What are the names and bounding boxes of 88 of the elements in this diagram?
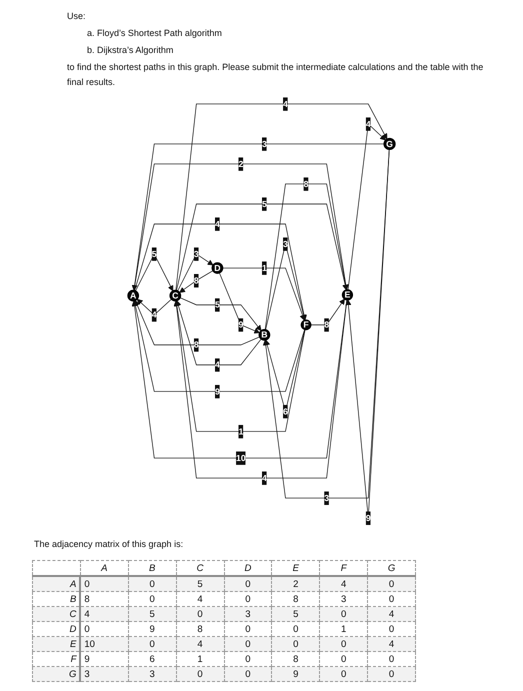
arrow xyxy=(310,298,345,326)
matrix-value: 0 xyxy=(368,666,416,682)
matrix-value: 0 xyxy=(176,666,224,682)
matrix-value: 0 xyxy=(224,636,272,652)
weight-label: 5 xyxy=(215,298,220,312)
arrow xyxy=(174,300,306,432)
matrix-value: 0 xyxy=(176,606,224,622)
vertex-circle: E xyxy=(342,289,354,300)
matrix-value: 0 xyxy=(80,576,128,592)
row-header: C xyxy=(32,606,80,622)
arrow xyxy=(176,104,388,291)
matrix-value: 5 xyxy=(272,606,320,622)
weight-label: 8 xyxy=(194,338,199,352)
arrow xyxy=(264,184,348,330)
arrow xyxy=(176,300,262,366)
arrow xyxy=(219,272,260,334)
matrix-value: 4 xyxy=(368,606,416,622)
weight-label: 10 xyxy=(236,451,246,465)
weight-label: 1 xyxy=(262,261,267,275)
weight-label: 2 xyxy=(238,157,244,171)
weight-label: 4 xyxy=(215,358,220,372)
list-item: a. Floyd’s Shortest Path algorithm xyxy=(87,27,223,40)
matrix-value: 3 xyxy=(224,606,272,622)
arrow xyxy=(132,299,348,458)
matrix-value: 0 xyxy=(320,666,368,682)
matrix-value: 4 xyxy=(80,606,128,622)
weight-label: 3 xyxy=(194,247,199,261)
matrix-value: 0 xyxy=(320,606,368,622)
vertex-circle: F xyxy=(300,320,312,330)
matrix-value: 10 xyxy=(80,636,128,652)
matrix-value: 0 xyxy=(320,636,368,652)
arrow xyxy=(176,204,348,291)
arrow xyxy=(132,300,305,392)
matrix-value: 5 xyxy=(128,606,176,622)
matrix-value: 4 xyxy=(368,636,416,652)
weight-label: 9 xyxy=(366,512,371,525)
vertex-circle: D xyxy=(212,262,224,274)
arrow xyxy=(222,268,306,321)
vertex-circle: A xyxy=(127,290,140,302)
matrix-value: 9 xyxy=(272,666,320,682)
table-intro-text: The adjacency matrix of this graph is: xyxy=(34,538,184,551)
weight-label: 1 xyxy=(238,424,244,438)
vertex-circle: C xyxy=(169,290,182,302)
weight-label: 4 xyxy=(152,308,157,322)
arrow xyxy=(132,144,384,291)
arrow xyxy=(262,149,390,498)
matrix-value: 0 xyxy=(128,576,176,592)
instruction-text: to find the shortest paths in this graph. Please submit the intermediate calculations and the table with the final results. xyxy=(67,61,484,89)
matrix-value: 0 xyxy=(368,576,416,592)
weight-label: 3 xyxy=(262,137,267,151)
matrix-value: 3 xyxy=(80,666,128,682)
weight-label: 3 xyxy=(283,237,288,251)
weight-label: 8 xyxy=(194,274,199,288)
weight-label: 4 xyxy=(262,471,267,485)
instruction-heading: Use: xyxy=(67,10,87,23)
arrow xyxy=(134,224,307,321)
weight-label: 4 xyxy=(366,117,371,130)
matrix-value: 4 xyxy=(176,636,224,652)
weight-label: 9 xyxy=(215,384,220,398)
row-header: E xyxy=(32,636,80,652)
row-header: G xyxy=(32,666,80,682)
matrix-value: 5 xyxy=(176,576,224,592)
weight-label: 9 xyxy=(238,318,244,332)
weight-label: 4 xyxy=(215,217,220,231)
matrix-value: 4 xyxy=(320,576,368,592)
weight-label: 5 xyxy=(262,197,267,211)
vertex-circle: B xyxy=(258,329,270,341)
weight-label: 8 xyxy=(324,318,330,332)
weight-label: 3 xyxy=(324,492,330,505)
arrow xyxy=(134,164,349,291)
matrix-value: 0 xyxy=(128,636,176,652)
arrow xyxy=(174,299,348,478)
row-header: A xyxy=(32,576,80,592)
weight-label: 5 xyxy=(152,247,157,261)
matrix-value: 0 xyxy=(272,636,320,652)
matrix-value: 2 xyxy=(272,576,320,592)
matrix-value: 3 xyxy=(128,666,176,682)
matrix-value: 0 xyxy=(224,576,272,592)
vertex-circle: G xyxy=(383,138,396,150)
list-item: b. Dijkstra’s Algorithm xyxy=(87,44,174,57)
arrow xyxy=(180,297,262,332)
weight-label: 6 xyxy=(283,404,288,418)
arrow xyxy=(134,300,260,346)
weight-label: 8 xyxy=(304,177,308,191)
matrix-value: 0 xyxy=(224,666,272,682)
weight-label: 4 xyxy=(283,97,288,110)
arrow xyxy=(136,298,172,316)
arrow xyxy=(177,254,214,292)
